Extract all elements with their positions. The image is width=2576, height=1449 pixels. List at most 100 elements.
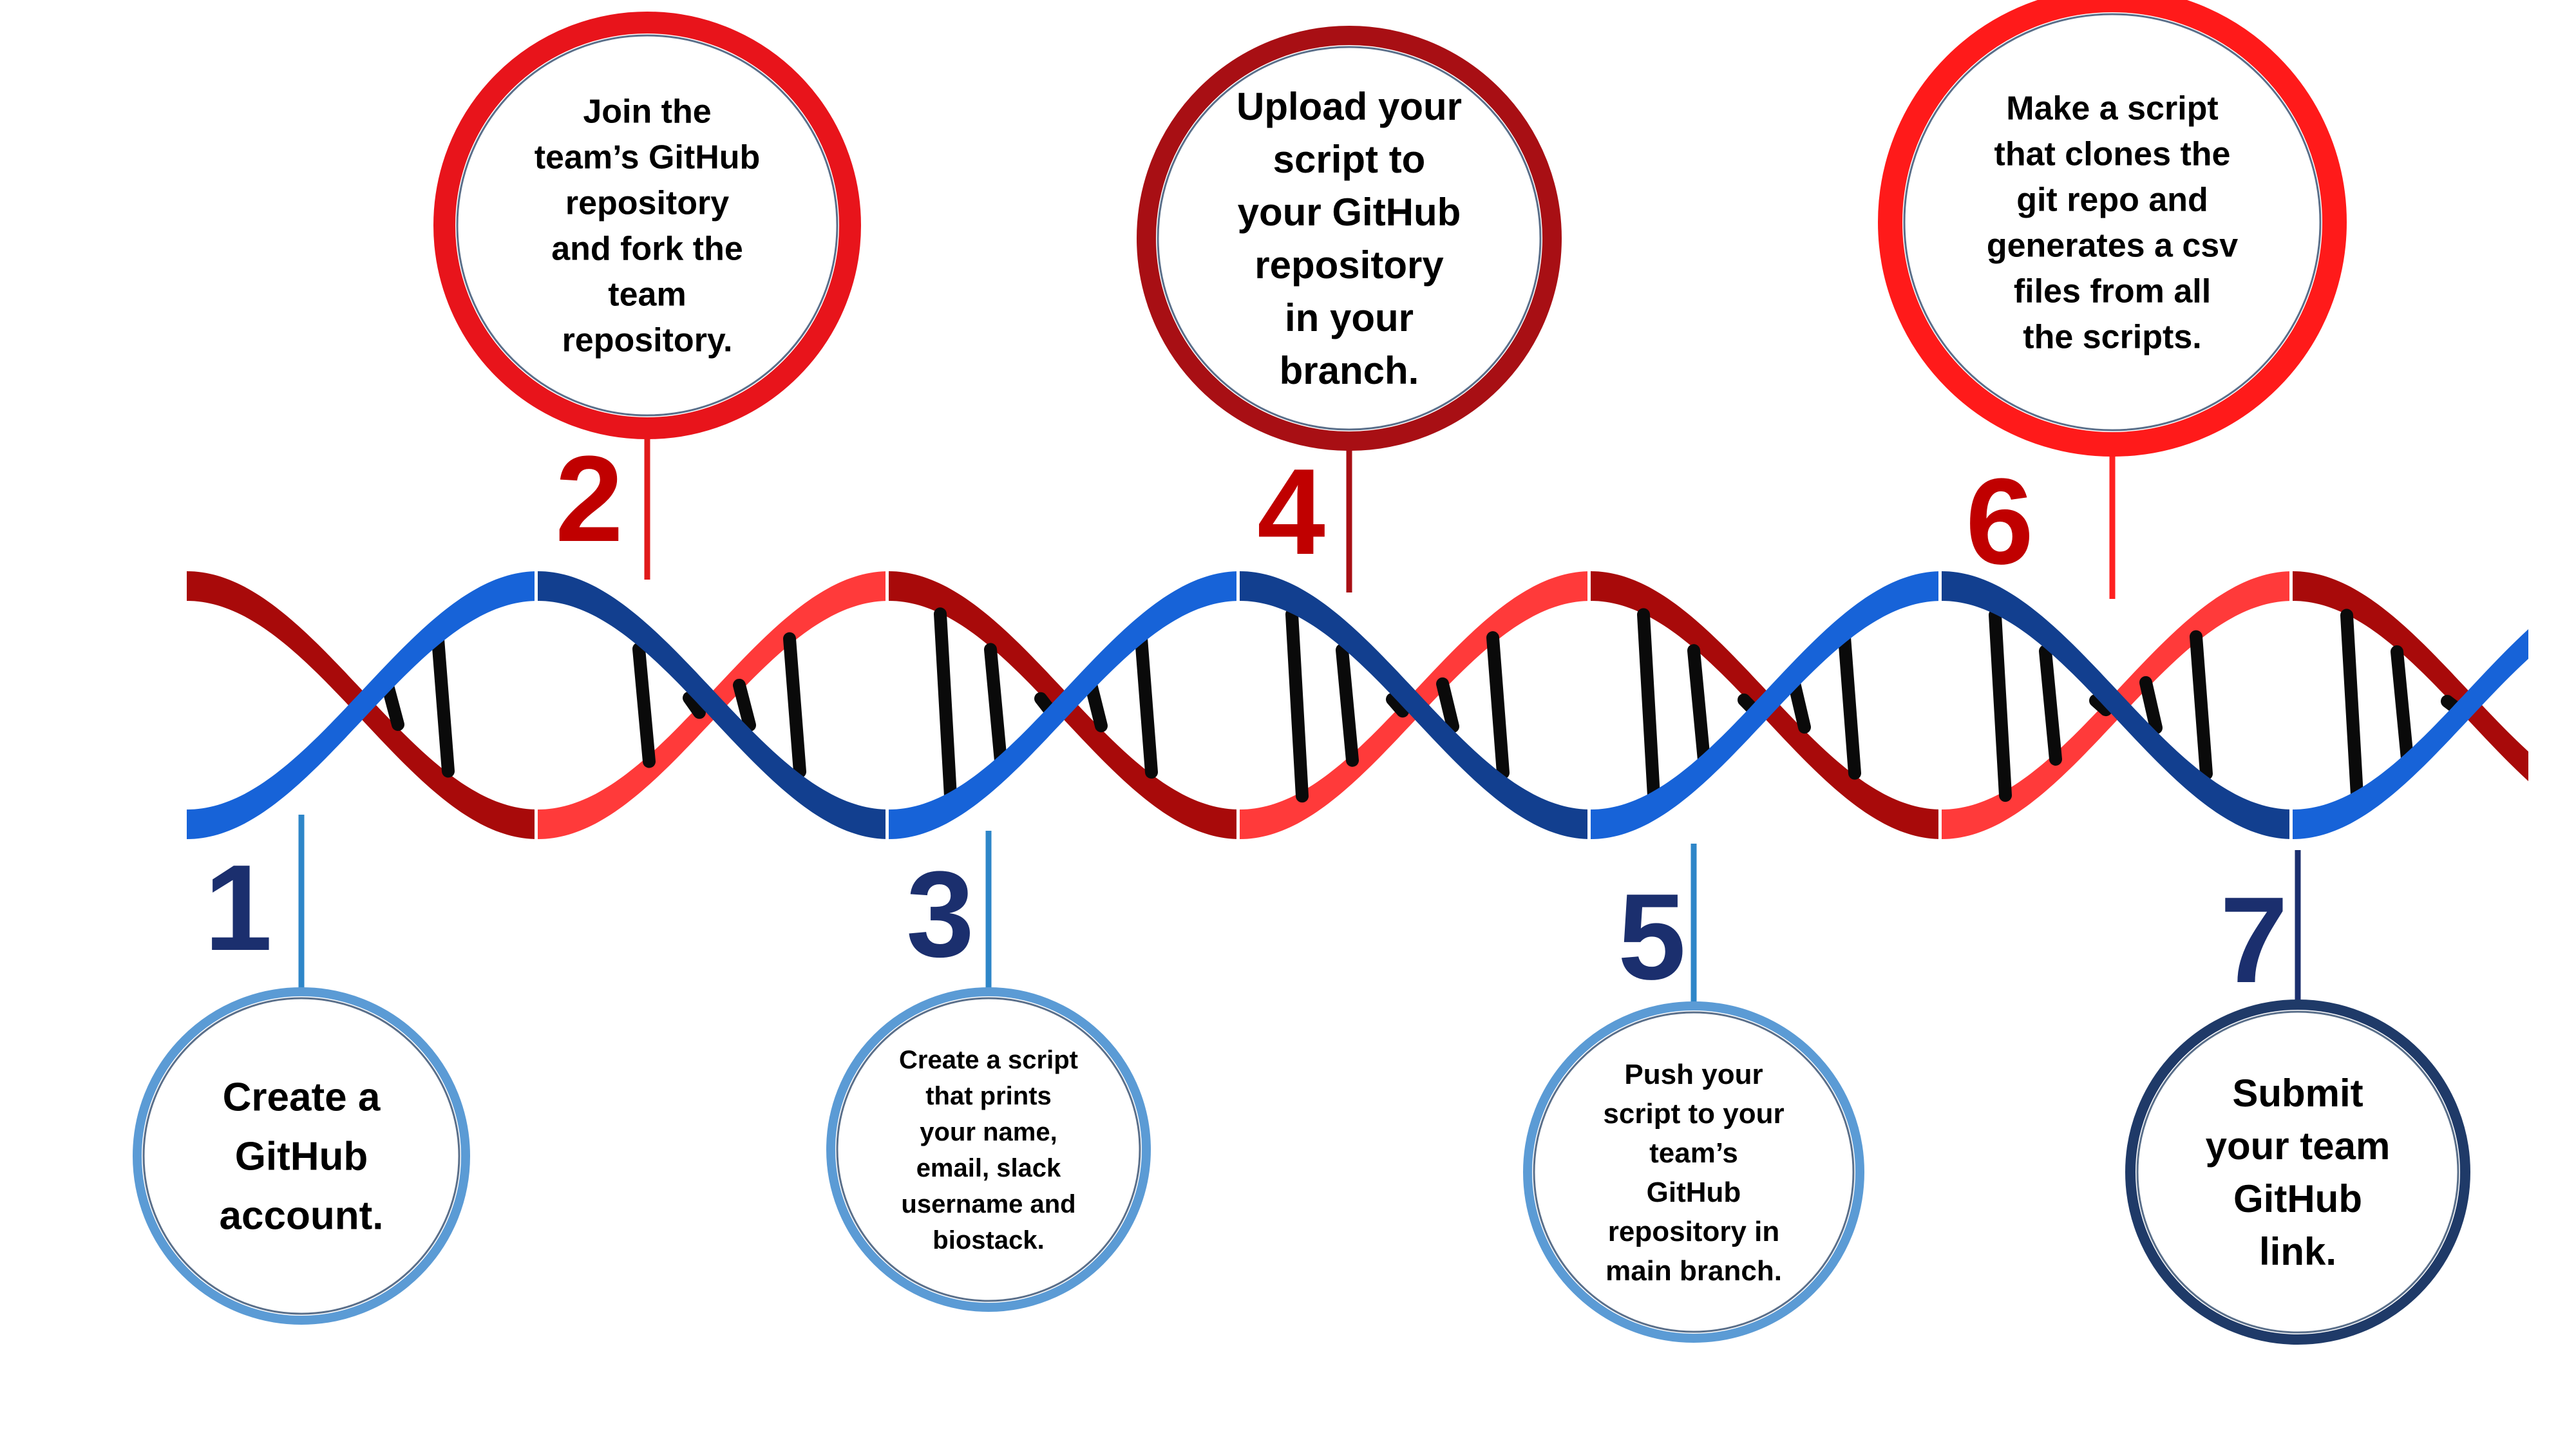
step-5-number: 5: [1618, 869, 1686, 1005]
helix-rung: [2089, 694, 2112, 717]
step-2-text-line: Join the: [583, 93, 711, 131]
step-3-text-line: biostack.: [933, 1226, 1044, 1255]
step-7-text-line: Submit: [2232, 1072, 2363, 1115]
step-6-text-line: that clones the: [1994, 136, 2231, 173]
helix-rung: [1989, 608, 2012, 802]
step-connectors: [298, 428, 2301, 1006]
step-2-number: 2: [555, 431, 623, 567]
step-6-ring: [1878, 0, 2347, 457]
step-6-ring-inner-edge: [1903, 13, 2322, 431]
step-3-text-line: your name,: [920, 1118, 1057, 1146]
helix-rung: [2039, 645, 2062, 766]
helix-blue-strand-segment: [538, 571, 886, 839]
step-3-ring: [826, 987, 1151, 1312]
step-7-text-line: GitHub: [2233, 1177, 2362, 1220]
step-1-text-line: GitHub: [235, 1135, 368, 1179]
helix-blue-strand-segment: [2293, 629, 2528, 839]
step-1-text-line: Create a: [223, 1075, 381, 1120]
step-6-number: 6: [1965, 453, 2034, 590]
step-numbers: 1 2 3 4 5 6 7: [204, 431, 2288, 1009]
helix-blue-strand-segment: [187, 571, 535, 839]
helix-rung: [683, 691, 706, 719]
step-6-text-line: generates a csv: [1987, 227, 2238, 265]
step-7-text-line: link.: [2259, 1230, 2336, 1273]
step-5-ring: [1523, 1001, 1864, 1343]
step-6-text-line: Make a script: [2006, 90, 2219, 128]
helix-rung: [1637, 608, 1660, 802]
helix-blue-strand-segment: [1240, 571, 1587, 839]
step-2-ring-inner-edge: [456, 34, 838, 417]
helix-rung: [2391, 645, 2414, 766]
step-3-bubble: Create a script that prints your name, emai…: [826, 987, 1151, 1312]
helix-rung: [733, 678, 756, 732]
helix-red-strand-segment: [2293, 571, 2528, 781]
step-7-ring: [2125, 999, 2470, 1345]
step-4-text-line: repository: [1255, 243, 1444, 287]
step-1-ring-inner-edge: [142, 997, 460, 1315]
helix-rung: [1084, 677, 1108, 733]
helix-rung: [2340, 609, 2363, 802]
helix-rung: [2190, 630, 2213, 781]
step-4-ring-inner-edge: [1157, 46, 1542, 431]
helix-rung: [431, 632, 455, 778]
step-7-text-line: your team: [2206, 1124, 2391, 1168]
step-4-number: 4: [1257, 444, 1325, 580]
step-4-text-line: script to: [1273, 138, 1426, 181]
step-3-number: 3: [906, 846, 974, 983]
helix-rung: [934, 607, 957, 803]
step-5-ring-inner-edge: [1533, 1011, 1855, 1333]
step-7-number: 7: [2220, 872, 2288, 1009]
step-1-number: 1: [204, 840, 272, 976]
helix-rung: [1436, 677, 1459, 734]
helix-blue-strand-segment: [1942, 571, 2289, 839]
helix-rung: [1838, 630, 1861, 780]
helix-rung: [632, 642, 656, 768]
step-7-ring-inner-edge: [2136, 1010, 2459, 1334]
step-5-text-line: script to your: [1603, 1098, 1784, 1130]
step-2-text-line: and fork the: [551, 231, 743, 268]
helix-rung: [1486, 631, 1510, 779]
step-4-text-line: in your: [1285, 296, 1414, 339]
step-2-text-line: repository.: [562, 322, 733, 359]
helix-rung: [381, 679, 404, 732]
step-5-text-line: repository in: [1608, 1216, 1780, 1247]
step-3-ring-inner-edge: [836, 997, 1141, 1302]
step-2-text-line: team: [608, 276, 686, 314]
step-5-text-line: Push your: [1624, 1059, 1763, 1090]
step-1-text-line: account.: [220, 1194, 384, 1238]
helix-rung: [783, 632, 806, 779]
step-6-text-line: files from all: [2014, 273, 2211, 310]
helix-blue-strand-segment: [1591, 571, 1938, 839]
helix-rung: [984, 643, 1007, 768]
step-3-text-line: that prints: [925, 1082, 1052, 1110]
helix-rung: [1386, 692, 1409, 718]
step-2-ring: [433, 12, 861, 439]
step-3-text-line: username and: [901, 1190, 1075, 1218]
step-1-bubble: Create a GitHub account.: [133, 987, 470, 1325]
helix-rung: [2139, 676, 2163, 735]
helix-rung: [1788, 676, 1811, 734]
step-4-text-line: Upload your: [1236, 85, 1462, 128]
step-1-ring: [133, 987, 470, 1325]
step-4-bubble: Upload your script to your GitHub repositor…: [1137, 26, 1562, 451]
step-4-ring: [1137, 26, 1562, 451]
step-2-text-line: repository: [565, 185, 729, 222]
helix-rung: [1336, 643, 1359, 767]
step-4-text-line: branch.: [1280, 349, 1419, 392]
helix-rung: [1285, 607, 1309, 803]
helix-rung: [1687, 644, 1710, 766]
step-5-text-line: team’s: [1649, 1137, 1738, 1169]
step-4-text-line: your GitHub: [1238, 191, 1461, 234]
step-3-text-line: Create a script: [899, 1046, 1078, 1074]
step-3-text-line: email, slack: [916, 1154, 1061, 1182]
helix-rung: [1135, 631, 1158, 779]
step-bubbles: Create a GitHub account. Join the team’s Git…: [133, 0, 2470, 1345]
step-5-text-line: main branch.: [1605, 1255, 1782, 1287]
dna-helix: [187, 571, 2528, 839]
